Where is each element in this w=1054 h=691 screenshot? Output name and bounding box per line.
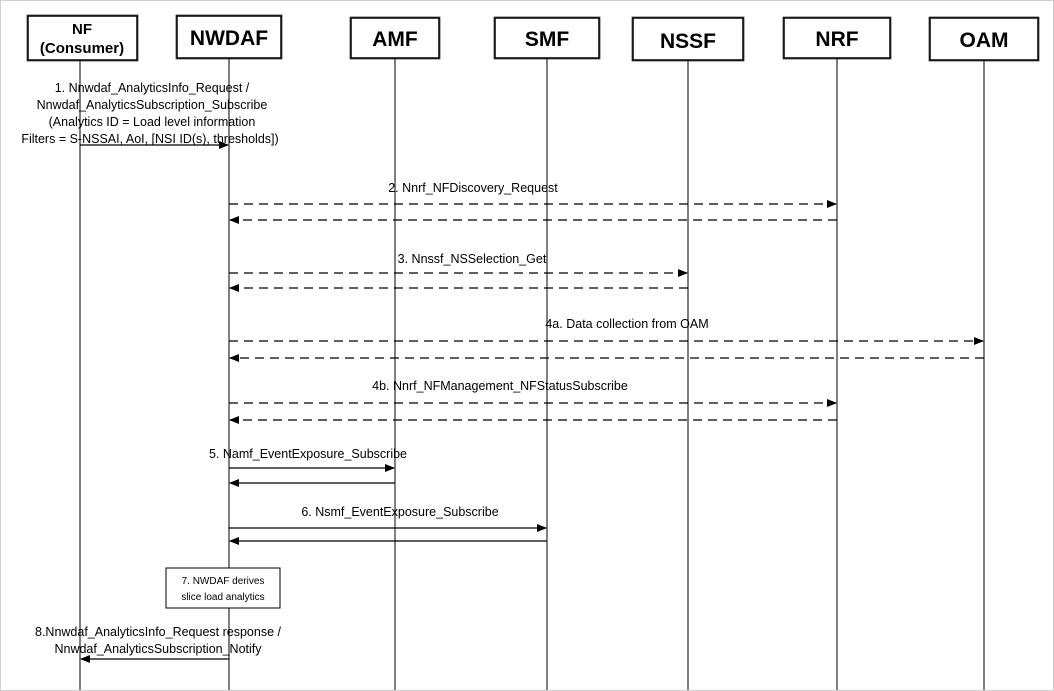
message-3-label: 3. Nnssf_NSSelection_Get [398, 252, 547, 266]
participant-nf: NF (Consumer) [26, 14, 139, 62]
participant-nf-label-line1: NF [72, 21, 92, 38]
message-2: 2. Nnrf_NFDiscovery_Request [229, 181, 837, 224]
participant-smf-label: SMF [525, 28, 570, 51]
participant-nf-label-line2: (Consumer) [40, 40, 124, 57]
participant-smf: SMF [493, 16, 601, 60]
message-1-label-line2: Nnwdaf_AnalyticsSubscription_Subscribe [37, 98, 268, 112]
message-1-label-line3: (Analytics ID = Load level information [49, 115, 256, 129]
message-8-label-line2: Nnwdaf_AnalyticsSubscription_Notify [54, 642, 262, 656]
participant-nwdaf-label: NWDAF [190, 27, 268, 50]
message-6: 6. Nsmf_EventExposure_Subscribe [229, 505, 547, 545]
message-5-label: 5. Namf_EventExposure_Subscribe [209, 447, 407, 461]
message-6-label: 6. Nsmf_EventExposure_Subscribe [301, 505, 498, 519]
message-4b-label: 4b. Nnrf_NFManagement_NFStatusSubscribe [372, 379, 628, 393]
message-4a: 4a. Data collection from OAM [229, 317, 984, 362]
participant-nssf: NSSF [631, 16, 745, 62]
participant-nrf-label: NRF [815, 28, 858, 51]
message-4b: 4b. Nnrf_NFManagement_NFStatusSubscribe [229, 379, 837, 424]
participant-amf: AMF [349, 16, 441, 60]
process-box-7-label-line1: 7. NWDAF derives [182, 576, 265, 587]
message-5: 5. Namf_EventExposure_Subscribe [209, 447, 407, 487]
participant-oam-label: OAM [960, 29, 1009, 52]
participant-nwdaf: NWDAF [175, 14, 283, 60]
message-8-label-line1: 8.Nnwdaf_AnalyticsInfo_Request response … [35, 625, 282, 639]
message-2-label: 2. Nnrf_NFDiscovery_Request [388, 181, 558, 195]
message-8: 8.Nnwdaf_AnalyticsInfo_Request response … [35, 625, 282, 663]
message-4a-label: 4a. Data collection from OAM [545, 317, 708, 331]
participant-oam: OAM [928, 16, 1040, 62]
message-1-label-line1: 1. Nnwdaf_AnalyticsInfo_Request / [55, 81, 250, 95]
message-1-label-line4: Filters = S-NSSAI, AoI, [NSI ID(s), thre… [21, 132, 278, 146]
process-box-7: 7. NWDAF derives slice load analytics [165, 567, 281, 609]
message-1: 1. Nnwdaf_AnalyticsInfo_Request / Nnwdaf… [21, 81, 279, 149]
participant-nrf: NRF [782, 16, 892, 60]
message-3: 3. Nnssf_NSSelection_Get [229, 252, 688, 292]
process-box-7-label-line2: slice load analytics [181, 592, 264, 603]
participant-amf-label: AMF [372, 28, 418, 51]
participant-nssf-label: NSSF [660, 30, 716, 53]
